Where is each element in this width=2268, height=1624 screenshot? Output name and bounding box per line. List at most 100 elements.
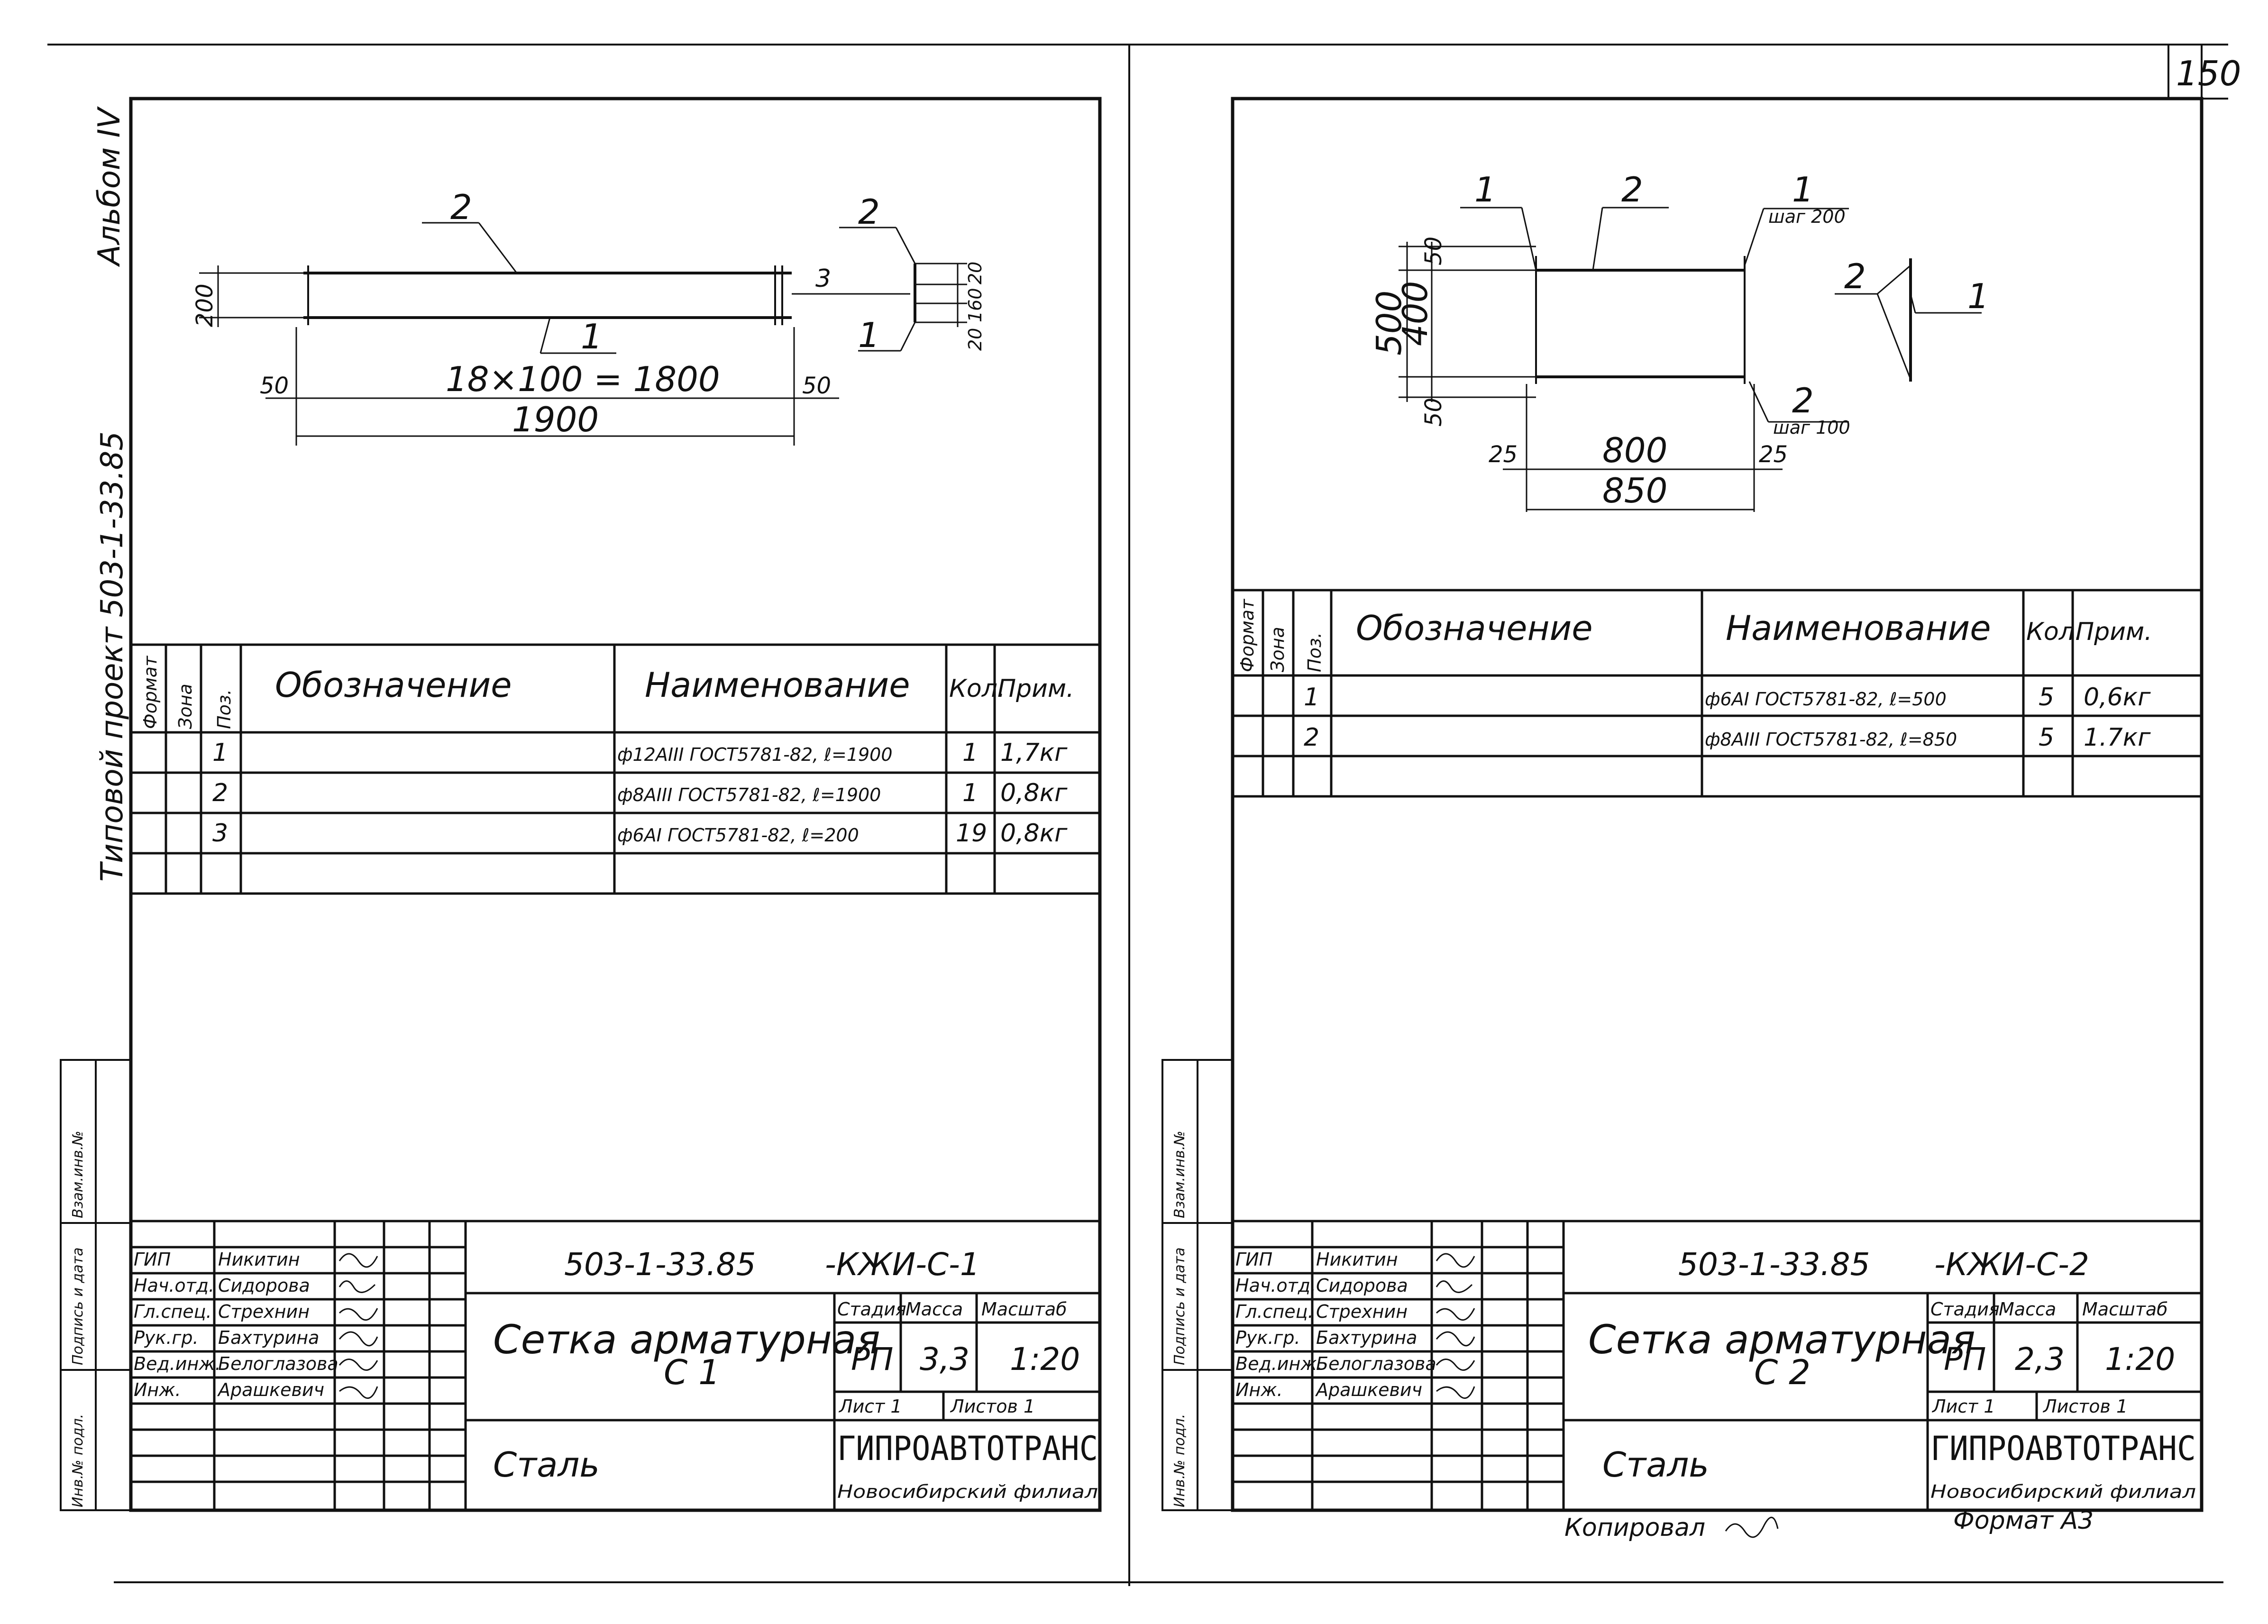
- s2-row1-note: 0,6кг: [2084, 683, 2151, 712]
- s2-spec-row: 1 ф6АI ГОСТ5781-82, ℓ=500 5 0,6кг: [1304, 683, 2151, 712]
- s1-label-e: 1: [858, 315, 880, 355]
- s1-role-1: Нач.отд.: [134, 1275, 214, 1296]
- s2-sheets: Листов 1: [2042, 1396, 2128, 1417]
- s1-sheet: Лист 1: [838, 1396, 902, 1417]
- s1-row2-qty: 1: [962, 779, 978, 807]
- s2-step-100: шаг 100: [1773, 417, 1850, 438]
- s1-hdr-pos: Поз.: [214, 689, 235, 729]
- s2-stage: РП: [1944, 1341, 1986, 1378]
- s1-col-scale: Масштаб: [981, 1299, 1067, 1320]
- s1-scale: 1:20: [1010, 1341, 1080, 1378]
- s2-role-1: Нач.отд.: [1235, 1275, 1316, 1296]
- copied-by: Копировал: [1564, 1514, 1705, 1542]
- s2-dim-400: 400: [1395, 281, 1435, 346]
- s1-title: Сетка арматурная: [493, 1316, 880, 1363]
- s1-mass: 3,3: [920, 1341, 969, 1378]
- sheet1-spec-grid: [131, 643, 1100, 895]
- s1-row3-qty: 19: [956, 819, 987, 848]
- sheet2-drawing: 1 2 1 2 1 2 шаг 200 шаг 100 50 500 400 5…: [1369, 170, 1989, 512]
- s1-row3-note: 0,8кг: [1000, 819, 1068, 848]
- s1-stage: РП: [851, 1341, 893, 1378]
- stamp-replace-2: Взам.инв.№: [1171, 1131, 1188, 1218]
- s2-role-0: ГИП: [1235, 1249, 1272, 1270]
- sheet2-spec-grid: [1233, 589, 2202, 798]
- s2-name-3: Бахтурина: [1316, 1327, 1417, 1348]
- s2-name-0: Никитин: [1316, 1249, 1398, 1270]
- s2-row1-pos: 1: [1304, 683, 1319, 712]
- s2-hdr-note: Прим.: [2076, 618, 2152, 646]
- sheet-frames: [47, 44, 2228, 1586]
- s2-dim-50-top: 50: [1420, 237, 1447, 265]
- s1-role-5: Инж.: [134, 1379, 181, 1400]
- s1-sheets: Листов 1: [950, 1396, 1035, 1417]
- s2-name-2: Стрехнин: [1316, 1301, 1408, 1322]
- s1-row3-name: ф6АI ГОСТ5781-82, ℓ=200: [617, 825, 859, 846]
- s1-dim-160: 160: [965, 288, 986, 322]
- stamp-sign-2: Подпись и дата: [1171, 1248, 1188, 1366]
- s2-org: ГИПРОАВТОТРАНС: [1930, 1429, 2196, 1468]
- s1-mark: -КЖИ-С-1: [825, 1246, 980, 1283]
- page-number-box: 150: [2167, 45, 2241, 100]
- s2-scale: 1:20: [2105, 1341, 2175, 1378]
- s1-label-a: 2: [450, 187, 472, 227]
- s1-material: Сталь: [493, 1445, 600, 1485]
- s1-row2-pos: 2: [212, 779, 228, 807]
- s1-dim-200: 200: [192, 283, 218, 327]
- s2-hdr-designation: Обозначение: [1356, 608, 1593, 648]
- album-label: Альбом IV: [92, 106, 127, 267]
- s2-row2-name: ф8АIII ГОСТ5781-82, ℓ=850: [1705, 729, 1957, 750]
- copied-signature: [1725, 1516, 1779, 1538]
- s1-hdr-designation: Обозначение: [275, 665, 512, 705]
- page-number: 150: [2176, 54, 2241, 93]
- s1-role-0: ГИП: [134, 1249, 171, 1270]
- s1-row2-name: ф8АIII ГОСТ5781-82, ℓ=1900: [617, 785, 881, 805]
- s2-row2-note: 1.7кг: [2084, 723, 2151, 752]
- s1-spec-row: 1 ф12АIII ГОСТ5781-82, ℓ=1900 1 1,7кг: [212, 739, 1068, 767]
- s1-hdr-format: Формат: [140, 655, 161, 729]
- sheet1-title-grid: [131, 1220, 1100, 1510]
- s1-hdr-note: Прим.: [997, 675, 1074, 703]
- s2-name-5: Арашкевич: [1315, 1379, 1422, 1400]
- s2-dim-850: 850: [1602, 471, 1667, 511]
- sheet2-title-grid: [1233, 1220, 2202, 1510]
- s1-row1-pos: 1: [212, 739, 228, 767]
- s1-dim-1800: 18×100 = 1800: [446, 359, 720, 399]
- s2-signatures: ГИП Нач.отд. Гл.спец. Рук.гр. Вед.инж. И…: [1235, 1249, 1475, 1400]
- s1-col-stage: Стадия: [837, 1299, 906, 1320]
- s1-row1-name: ф12АIII ГОСТ5781-82, ℓ=1900: [617, 744, 893, 765]
- s2-label-d: 2: [1792, 381, 1814, 420]
- s2-role-5: Инж.: [1235, 1379, 1283, 1400]
- s2-material: Сталь: [1602, 1445, 1709, 1485]
- s1-label-d: 2: [858, 192, 880, 232]
- stamp-replace-1: Взам.инв.№: [70, 1131, 86, 1218]
- s1-label-b: 1: [581, 317, 603, 356]
- s2-row1-qty: 5: [2039, 683, 2054, 712]
- s1-code: 503-1-33.85: [564, 1246, 756, 1283]
- s2-code: 503-1-33.85: [1678, 1246, 1870, 1283]
- s2-branch: Новосибирский филиал: [1930, 1481, 2196, 1502]
- stamp-sign-1: Подпись и дата: [70, 1248, 86, 1366]
- s2-mass: 2,3: [2015, 1341, 2065, 1378]
- s1-name-0: Никитин: [218, 1249, 300, 1270]
- s1-dim-1900: 1900: [512, 400, 599, 439]
- s2-dim-800: 800: [1602, 430, 1667, 470]
- s2-subtitle: С 2: [1754, 1352, 1811, 1392]
- s1-role-2: Гл.спец.: [134, 1301, 212, 1322]
- s2-title: Сетка арматурная: [1588, 1316, 1975, 1363]
- s2-hdr-format: Формат: [1237, 598, 1258, 672]
- s1-signatures: ГИП Нач.отд. Гл.спец. Рук.гр. Вед.инж. И…: [134, 1249, 378, 1400]
- stamp-inv-2: Инв.№ подл.: [1171, 1414, 1188, 1507]
- s2-signature-scribbles: [1436, 1253, 1475, 1399]
- s1-subtitle: С 1: [664, 1352, 720, 1392]
- s1-role-4: Вед.инж.: [134, 1353, 221, 1374]
- s2-row2-pos: 2: [1304, 723, 1319, 752]
- s1-spec-row: 2 ф8АIII ГОСТ5781-82, ℓ=1900 1 0,8кг: [212, 779, 1068, 807]
- s2-dim-500: 500: [1369, 291, 1409, 356]
- s1-name-3: Бахтурина: [218, 1327, 319, 1348]
- stamp-inv-1: Инв.№ подл.: [70, 1414, 86, 1507]
- s2-hdr-name: Наименование: [1726, 608, 1991, 648]
- s1-name-1: Сидорова: [218, 1275, 310, 1296]
- s2-label-a: 1: [1474, 170, 1496, 210]
